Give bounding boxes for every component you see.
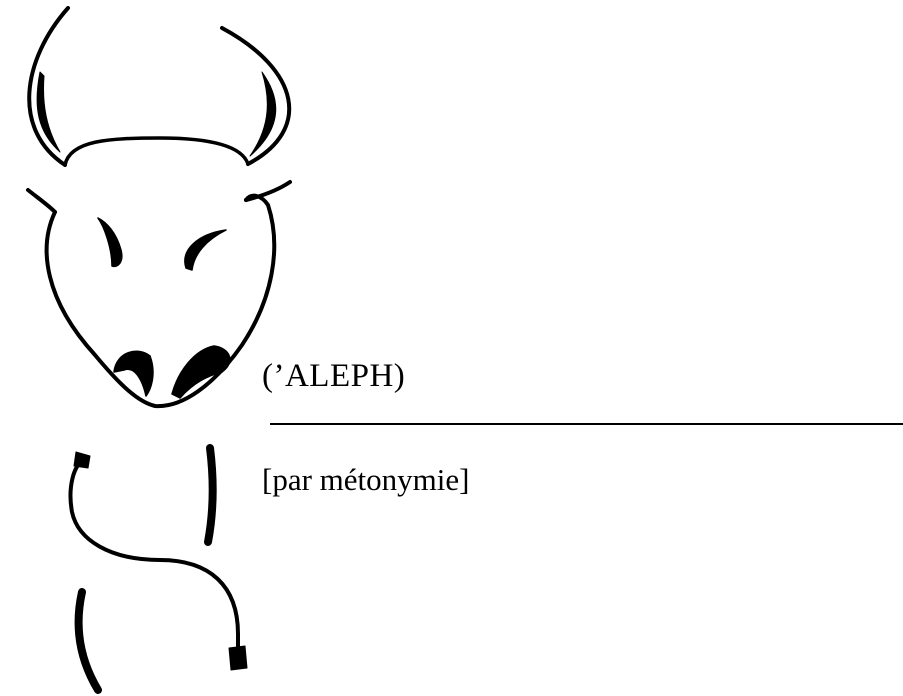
ox-head-pictogram [28,8,290,406]
right-horn [222,28,289,164]
face-outline [47,196,275,406]
left-nostril [114,351,153,396]
forehead-line [65,138,248,165]
aleph-label: (’ALEPH) [262,356,405,396]
metonymy-label: [par métonymie] [262,460,469,500]
left-ear [28,190,55,212]
divider-line [270,423,903,425]
left-horn [29,8,68,165]
lower-left-stroke [79,592,98,690]
aleph-sign [71,448,247,690]
right-stroke [208,448,213,542]
left-eye [98,218,122,266]
right-eye [185,230,226,270]
